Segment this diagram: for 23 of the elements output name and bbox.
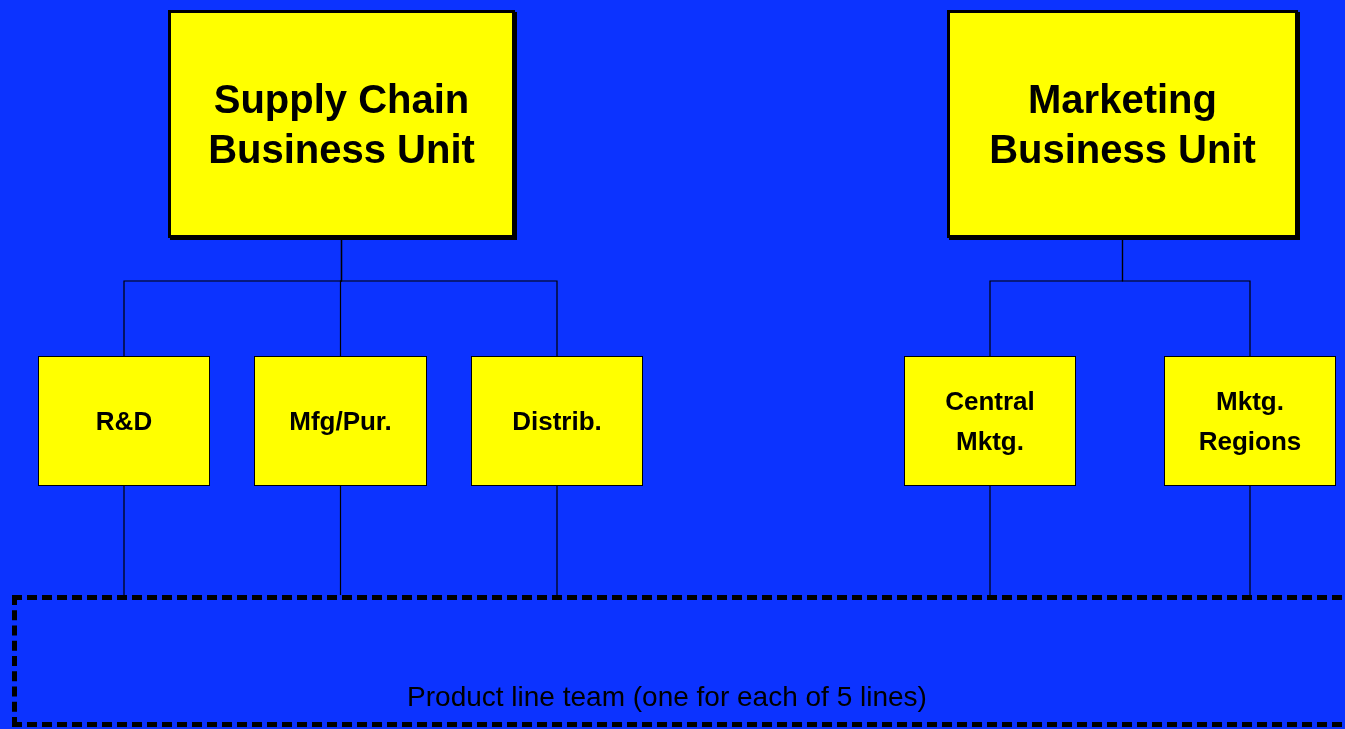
connector-line (556, 485, 558, 596)
department-label: Distrib. (512, 405, 602, 438)
connector-line (123, 485, 125, 596)
connector-line (339, 485, 342, 596)
department-box (254, 356, 427, 486)
department-label: Mktg. Regions (1197, 385, 1303, 458)
department-box (1164, 356, 1336, 486)
connector-line (340, 237, 558, 357)
department-label: R&D (95, 405, 153, 438)
dashed-team-band (12, 595, 1345, 727)
business-unit-box (947, 10, 1298, 238)
department-label: Central Mktg. (944, 385, 1036, 458)
connector-line (1121, 237, 1251, 357)
connector-line (989, 485, 991, 596)
connector-line (1249, 485, 1251, 596)
department-box (38, 356, 210, 486)
department-box (904, 356, 1076, 486)
department-label: Mfg/Pur. (289, 405, 392, 438)
unit-title: Marketing Business Unit (988, 76, 1257, 173)
unit-title: Supply Chain Business Unit (207, 76, 476, 173)
department-box (471, 356, 643, 486)
business-unit-box (168, 10, 515, 238)
team-label: Product line team (one for each of 5 lines) (407, 680, 927, 714)
